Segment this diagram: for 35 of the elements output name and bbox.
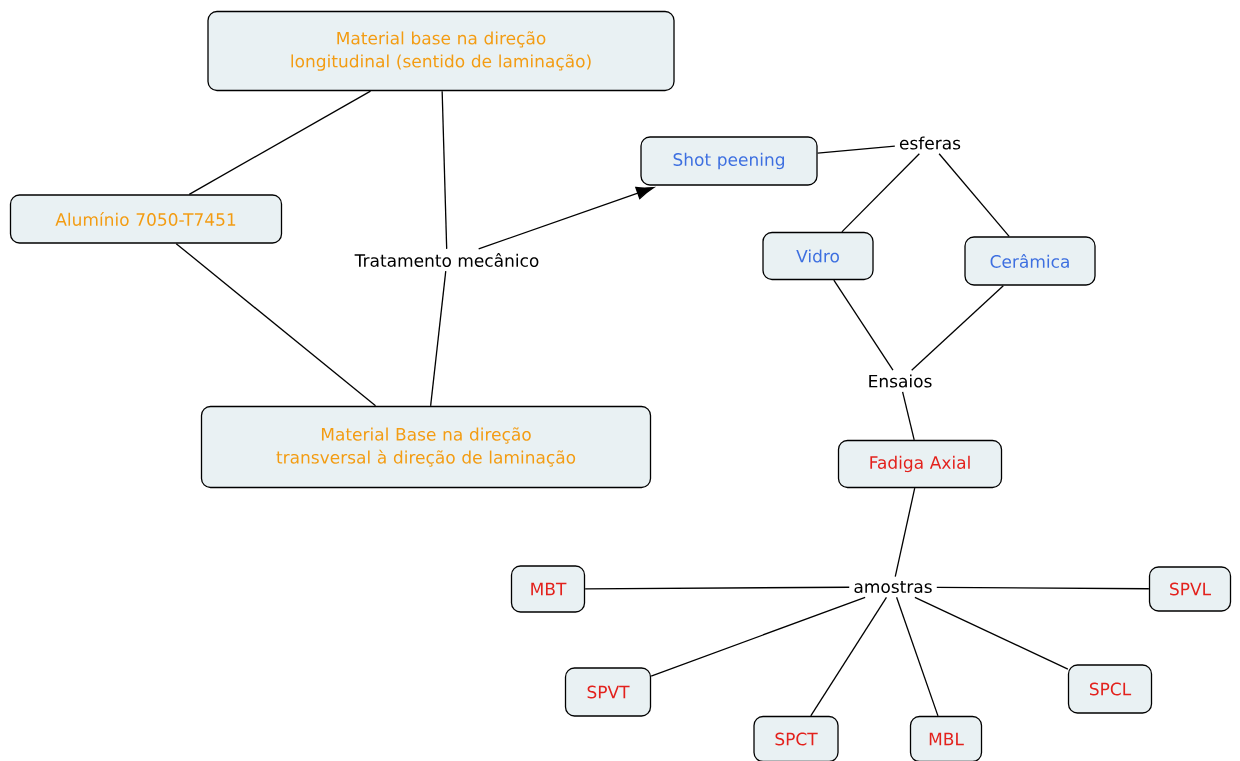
concept-box: Material base na direção longitudinal (sentido de laminação): [207, 10, 675, 92]
connector-line: [175, 243, 377, 407]
connector-line: [833, 279, 894, 371]
connector-line: [810, 596, 888, 717]
connector-line: [650, 596, 866, 677]
concept-box: Shot peening: [640, 136, 818, 186]
concept-box: SPVL: [1148, 566, 1232, 612]
connector-line: [936, 586, 1150, 590]
connector-line: [911, 285, 1004, 371]
arrow: [478, 186, 654, 250]
connector-line: [938, 153, 1010, 237]
concept-box: Material Base na direção transversal à direção de laminação: [200, 405, 652, 489]
concept-box: SPCT: [753, 715, 839, 761]
connector-line: [901, 391, 915, 441]
concept-box: Vidro: [762, 231, 874, 281]
concept-label: amostras: [849, 576, 937, 598]
concept-box: SPCL: [1067, 664, 1153, 714]
connector-line: [895, 596, 939, 717]
connector-line: [584, 586, 850, 590]
concept-label: Ensaios: [863, 370, 937, 392]
connector-line: [894, 487, 916, 578]
connector-line: [914, 596, 1069, 670]
concept-label: Tratamento mecânico: [350, 249, 544, 271]
connector-line: [188, 90, 372, 195]
concept-box: Alumínio 7050-T7451: [9, 194, 283, 244]
connector-line: [429, 270, 447, 407]
connector-line: [817, 145, 896, 154]
connector-line: [441, 90, 448, 250]
concept-box: MBL: [909, 715, 983, 761]
concept-box: Cerâmica: [964, 236, 1096, 286]
concept-label: esferas: [895, 132, 965, 154]
concept-box: Fadiga Axial: [837, 439, 1003, 489]
connector-line: [841, 153, 920, 233]
concept-box: SPVT: [564, 667, 652, 717]
concept-box: MBT: [510, 565, 586, 613]
